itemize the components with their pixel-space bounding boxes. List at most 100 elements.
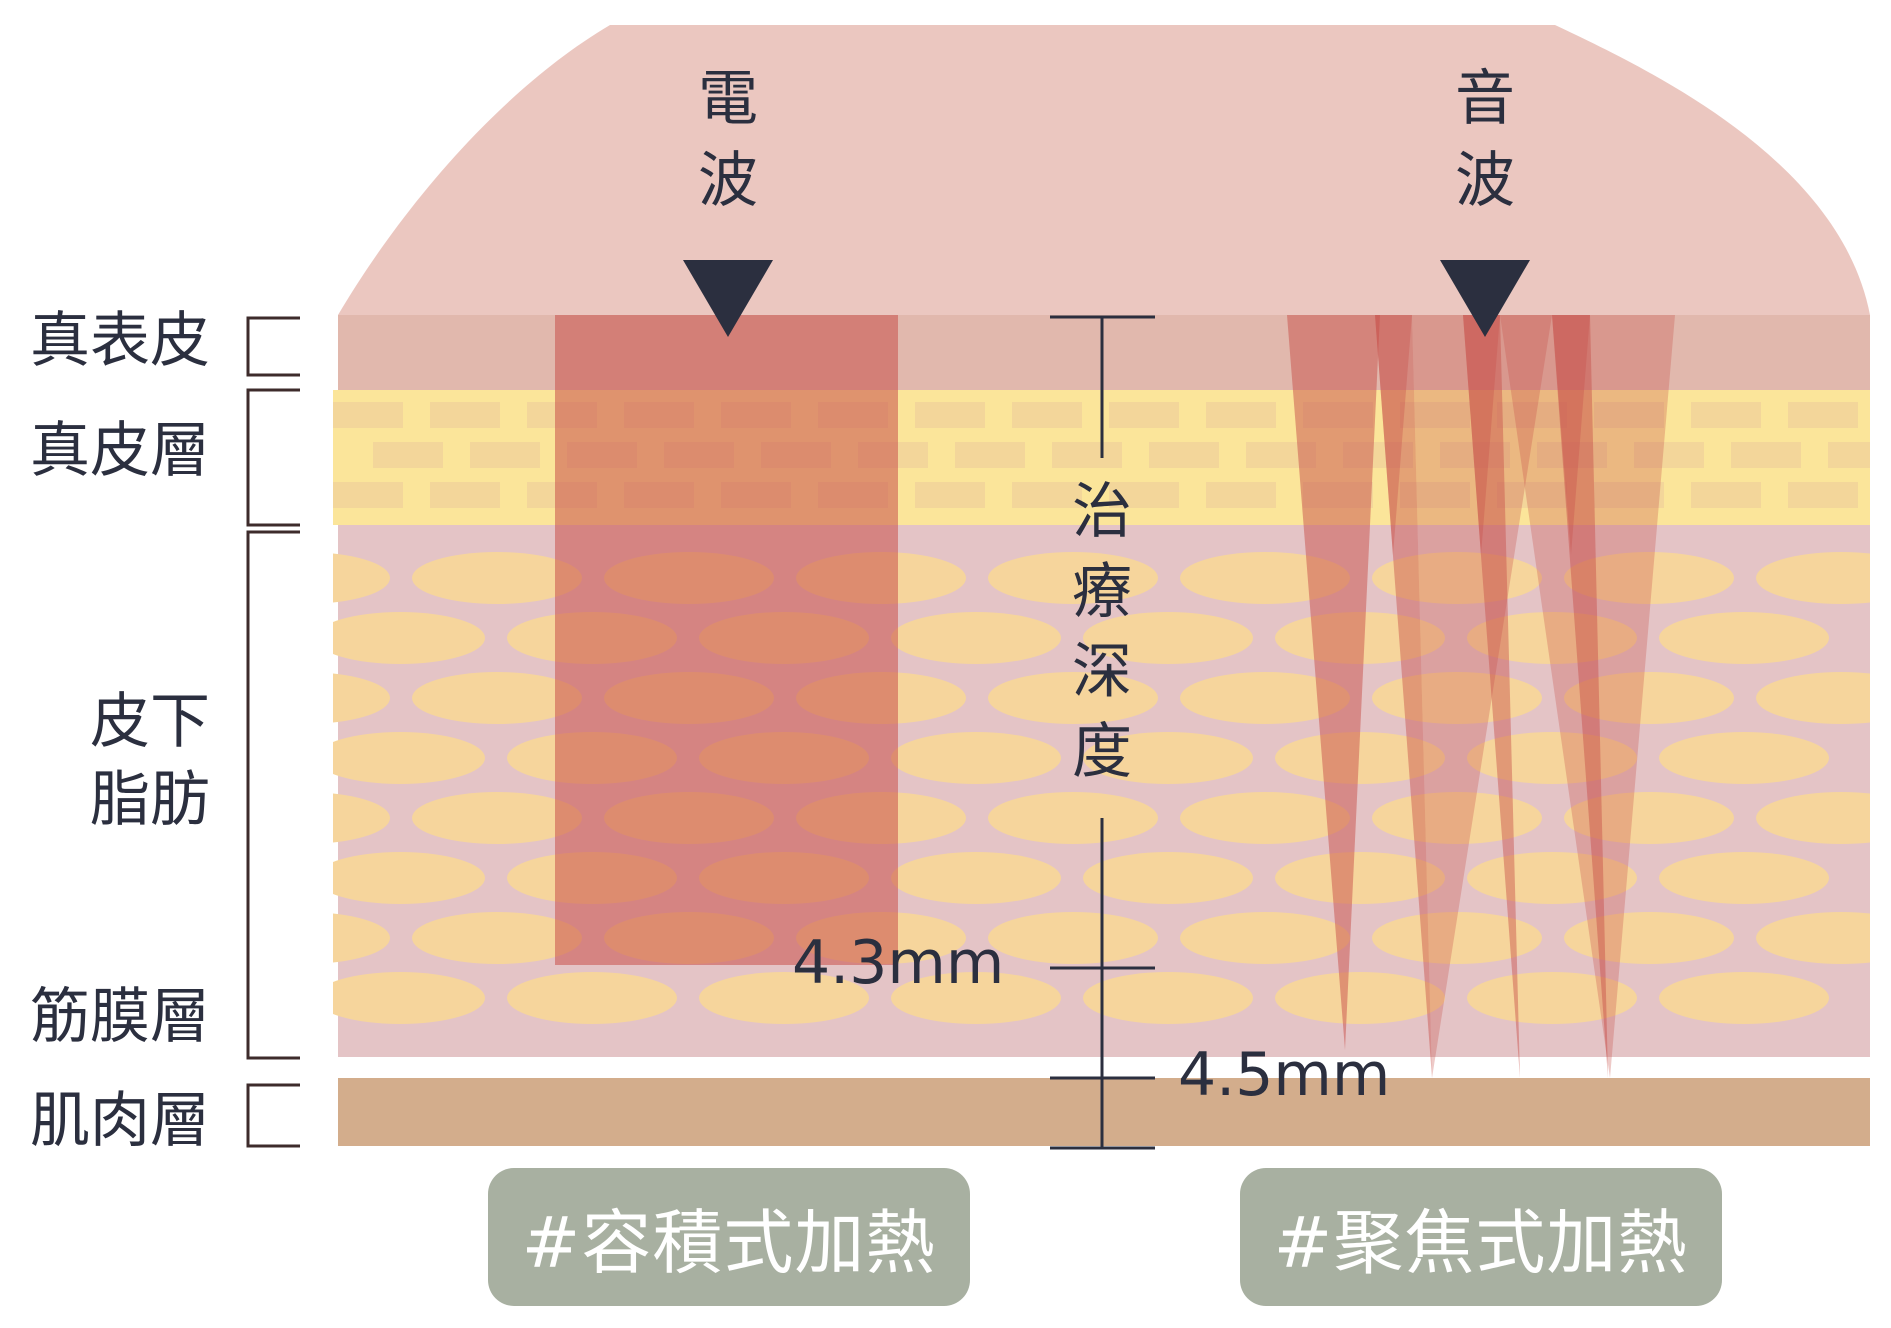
fat-cell	[333, 852, 485, 904]
fat-cell	[988, 912, 1158, 964]
fat-cell	[1275, 732, 1445, 784]
fat-cell	[412, 912, 582, 964]
dermis-brick	[1788, 402, 1858, 428]
dermis-brick	[373, 442, 443, 468]
depth-char-4: 度	[1072, 717, 1132, 787]
fat-cell	[1467, 612, 1637, 664]
dermis-brick	[955, 442, 1025, 468]
dermis-brick	[1109, 402, 1179, 428]
dermis-brick	[333, 482, 403, 508]
us-beam-4b	[1463, 315, 1500, 555]
depth-char-3: 深	[1072, 637, 1132, 707]
muscle-layer	[338, 1078, 1870, 1146]
fat-cell	[1372, 672, 1542, 724]
dermis-brick	[430, 402, 500, 428]
depth-ruler	[1050, 315, 1155, 1150]
treatment-depth-label: 治 療 深 度	[1062, 472, 1142, 792]
rf-title-line1: 電	[698, 64, 758, 134]
us-beam-6	[1500, 315, 1675, 1078]
dermis-brick	[1012, 482, 1082, 508]
fat-cell	[1564, 672, 1734, 724]
fat-cell	[1180, 672, 1350, 724]
depth-char-1: 治	[1072, 477, 1132, 547]
dermis-brick	[470, 442, 540, 468]
fat-cell	[1372, 552, 1542, 604]
fat-cell	[1564, 792, 1734, 844]
fat-cell	[1659, 612, 1829, 664]
dermis-brick	[1400, 402, 1470, 428]
dermis-brick	[1400, 482, 1470, 508]
fat-cell	[699, 972, 869, 1024]
rf-heating-zone	[555, 315, 898, 965]
dermis-brick	[333, 402, 403, 428]
us-beam-5b	[1552, 315, 1590, 555]
fat-cell	[333, 732, 485, 784]
fat-cell	[1083, 972, 1253, 1024]
fat-cell	[1467, 972, 1637, 1024]
dermis-brick	[1634, 442, 1704, 468]
fat-cell	[1083, 732, 1253, 784]
fat-cell	[891, 852, 1061, 904]
fat-cell	[1180, 792, 1350, 844]
rf-arrow-icon	[683, 260, 773, 337]
fat-cell	[1564, 552, 1734, 604]
fat-cell	[1083, 852, 1253, 904]
us-beam-3	[1412, 315, 1552, 1078]
dermis-brick	[1691, 482, 1761, 508]
ultrasound-beams	[1287, 315, 1675, 1078]
label-fascia: 筋膜層	[30, 982, 210, 1052]
label-fat-line2: 脂肪	[90, 765, 210, 835]
dermis-brick	[1828, 442, 1870, 468]
us-beam-2b	[1375, 315, 1412, 555]
dermis-brick	[1206, 482, 1276, 508]
fat-cell	[333, 673, 390, 723]
dermis-brick	[1594, 402, 1664, 428]
fat-cell	[507, 972, 677, 1024]
dermis-brick	[915, 482, 985, 508]
fat-cell	[1756, 672, 1870, 724]
fat-cell	[1467, 732, 1637, 784]
dermis-brick	[1497, 482, 1567, 508]
fat-cell	[1659, 972, 1829, 1024]
fat-cell	[988, 552, 1158, 604]
us-beam-1	[1287, 315, 1380, 1050]
fat-cell	[1467, 852, 1637, 904]
us-title-line2: 波	[1455, 146, 1515, 216]
fat-cell	[1372, 792, 1542, 844]
fat-cell	[333, 972, 485, 1024]
fat-cell	[412, 792, 582, 844]
tag-volumetric-heating: #容積式加熱	[488, 1168, 970, 1306]
us-title-line1: 音	[1455, 64, 1515, 134]
rf-title-line2: 波	[698, 146, 758, 216]
dermis-brick	[1052, 442, 1122, 468]
dermis-brick	[1731, 442, 1801, 468]
dermis-brick	[1109, 482, 1179, 508]
dermis-brick	[1012, 402, 1082, 428]
us-depth-value: 4.5mm	[1178, 1040, 1391, 1110]
fat-cell	[891, 612, 1061, 664]
us-arrow-icon	[1440, 260, 1530, 337]
us-beam-5	[1552, 315, 1608, 1078]
dermis-brick	[1149, 442, 1219, 468]
fat-cell	[412, 552, 582, 604]
fat-cell	[1659, 852, 1829, 904]
fat-cell	[333, 553, 390, 603]
dermis-brick	[1594, 482, 1664, 508]
dermis-brick	[1440, 442, 1510, 468]
fat-cell	[1372, 912, 1542, 964]
dermis-brick	[1788, 482, 1858, 508]
probe-head	[338, 25, 1870, 315]
fat-cell	[1756, 552, 1870, 604]
fat-cell	[988, 672, 1158, 724]
fat-cell	[1756, 912, 1870, 964]
dermis-brick	[1691, 402, 1761, 428]
us-beam-4	[1463, 315, 1520, 1078]
label-muscle: 肌肉層	[30, 1086, 210, 1156]
rf-title: 電 波	[688, 58, 768, 222]
fat-cell	[333, 913, 390, 963]
fat-cell	[1275, 972, 1445, 1024]
fat-cell	[1756, 792, 1870, 844]
tag-focused-heating: #聚焦式加熱	[1240, 1168, 1722, 1306]
fat-cell	[333, 793, 390, 843]
dermis-brick	[430, 482, 500, 508]
